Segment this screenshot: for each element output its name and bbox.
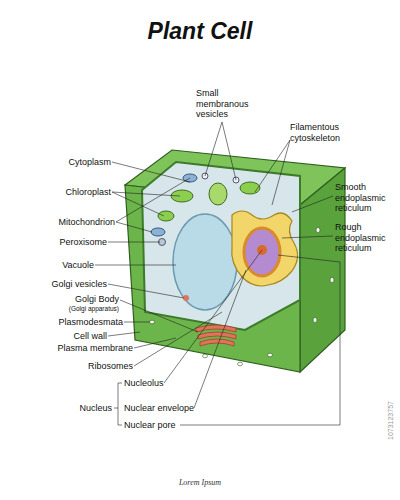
part-label: Chloroplast [65, 187, 111, 198]
part-label: Golgi Body [75, 294, 119, 305]
part-label: Nuclear envelope [124, 403, 224, 414]
part-label: Rough endoplasmic reticulum [335, 222, 399, 254]
part-label: Small membranous vesicles [196, 88, 266, 120]
part-label: Nucleus [79, 403, 112, 414]
chloroplast [209, 183, 227, 205]
nuclear-envelope [244, 228, 280, 276]
vacuole [173, 214, 237, 310]
mitochondrion [151, 228, 165, 236]
part-label: Vacuole [62, 260, 94, 271]
part-label: Nuclear pore [124, 420, 224, 431]
part-label: Filamentous cytoskeleton [290, 122, 360, 143]
golgi-body [196, 325, 236, 346]
part-label: Cytoplasm [68, 157, 111, 168]
part-label: Smooth endoplasmic reticulum [335, 182, 399, 214]
part-label: Nucleolus [124, 378, 204, 389]
chloroplast [240, 182, 260, 194]
caption-text: Lorem Ipsum [0, 478, 400, 487]
endoplasmic-reticulum [232, 211, 298, 286]
part-label: Plasma membrane [57, 343, 133, 354]
cytoplasm-area [142, 162, 300, 330]
part-label: Ribosomes [88, 361, 133, 372]
chloroplast [171, 190, 193, 202]
leader-lines [95, 122, 340, 425]
part-label: (Golgi apparatus) [69, 305, 119, 313]
part-label: Cell wall [73, 331, 107, 342]
part-label: Mitochondrion [58, 217, 115, 228]
part-label: Plasmodesmata [58, 317, 123, 328]
diagram-title: Plant Cell [0, 18, 400, 45]
part-label: Golgi vesicles [51, 279, 107, 290]
watermark-number: 1073123757 [386, 360, 397, 440]
chloroplast [158, 211, 174, 221]
part-label: Peroxisome [59, 237, 107, 248]
